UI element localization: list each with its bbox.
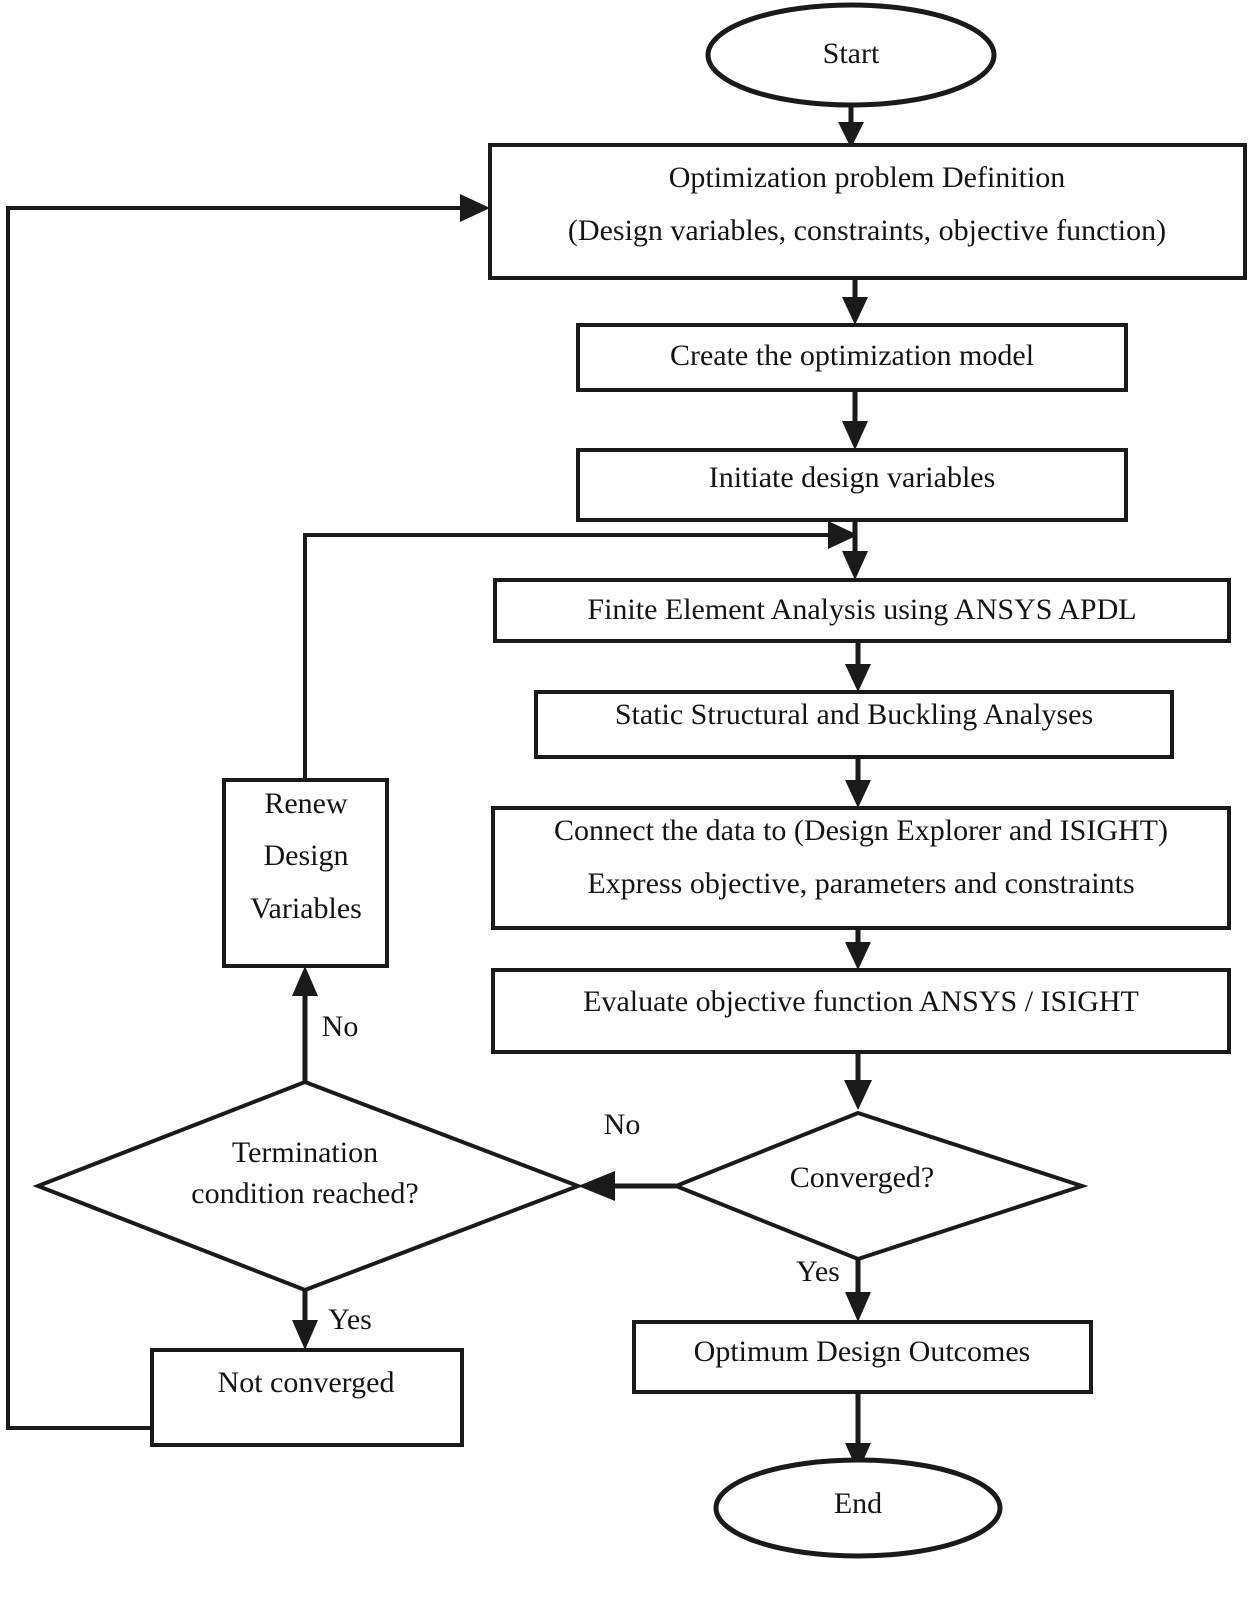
node-analyses-label: Static Structural and Buckling Analyses: [615, 698, 1093, 731]
node-analyses[interactable]: Static Structural and Buckling Analyses: [534, 690, 1174, 759]
node-renew-line1: Renew: [264, 787, 348, 820]
node-connect-data-line2: Express objective, parameters and constr…: [587, 867, 1134, 900]
node-optimum-outcomes[interactable]: Optimum Design Outcomes: [632, 1320, 1093, 1394]
node-end[interactable]: End: [713, 1457, 1003, 1559]
node-converged-label: Converged?: [790, 1161, 934, 1194]
node-not-converged-label: Not converged: [218, 1366, 395, 1399]
edge-termination-no-to-renew: [292, 966, 318, 1082]
node-evaluate[interactable]: Evaluate objective function ANSYS / ISIG…: [491, 968, 1231, 1054]
edge-termination-yes-to-notconverged: [292, 1290, 318, 1350]
edge-label-converged-no: No: [604, 1108, 641, 1141]
edge-start-to-problem: [838, 102, 864, 148]
node-termination[interactable]: Termination condition reached?: [32, 1079, 584, 1293]
node-create-model[interactable]: Create the optimization model: [576, 323, 1128, 392]
node-initiate-variables[interactable]: Initiate design variables: [576, 448, 1128, 522]
edge-renew-to-fea-loop: [303, 521, 858, 780]
node-connect-data-line1: Connect the data to (Design Explorer and…: [554, 814, 1168, 847]
node-create-model-label: Create the optimization model: [670, 339, 1034, 372]
node-fea-label: Finite Element Analysis using ANSYS APDL: [587, 593, 1136, 626]
node-connect-data[interactable]: Connect the data to (Design Explorer and…: [491, 806, 1231, 930]
edge-initiate-to-fea: [842, 520, 868, 580]
edge-converged-no-to-termination: [578, 1171, 676, 1201]
node-fea[interactable]: Finite Element Analysis using ANSYS APDL: [493, 578, 1231, 643]
edge-problem-to-create: [842, 278, 868, 325]
node-termination-line2: condition reached?: [191, 1177, 418, 1210]
node-start[interactable]: Start: [705, 2, 997, 108]
node-optimum-outcomes-label: Optimum Design Outcomes: [694, 1335, 1031, 1368]
edge-notconverged-to-problem-loop: [6, 194, 490, 1430]
node-renew-line3: Variables: [250, 892, 362, 925]
node-problem-definition[interactable]: Optimization problem Definition (Design …: [488, 143, 1247, 280]
node-not-converged[interactable]: Not converged: [150, 1348, 464, 1447]
node-converged[interactable]: Converged?: [670, 1110, 1089, 1262]
node-evaluate-label: Evaluate objective function ANSYS / ISIG…: [583, 985, 1139, 1018]
node-renew[interactable]: Renew Design Variables: [222, 778, 389, 968]
node-problem-definition-line2: (Design variables, constraints, objectiv…: [568, 214, 1166, 247]
edge-label-termination-yes: Yes: [328, 1303, 372, 1336]
edge-analyses-to-connect: [845, 757, 871, 808]
edge-label-termination-no: No: [322, 1010, 359, 1043]
node-initiate-variables-label: Initiate design variables: [709, 461, 996, 494]
node-start-label: Start: [823, 37, 880, 70]
edge-fea-to-analyses: [845, 641, 871, 692]
edge-converged-yes-to-outcomes: [845, 1258, 871, 1322]
node-problem-definition-line1: Optimization problem Definition: [669, 161, 1066, 194]
edge-connect-to-evaluate: [845, 928, 871, 970]
edge-label-converged-yes: Yes: [796, 1255, 840, 1288]
node-end-label: End: [834, 1487, 882, 1520]
edge-evaluate-to-converged: [844, 1052, 872, 1110]
node-termination-line1: Termination: [232, 1136, 378, 1169]
node-renew-line2: Design: [264, 839, 349, 872]
edge-create-to-initiate: [842, 390, 868, 450]
